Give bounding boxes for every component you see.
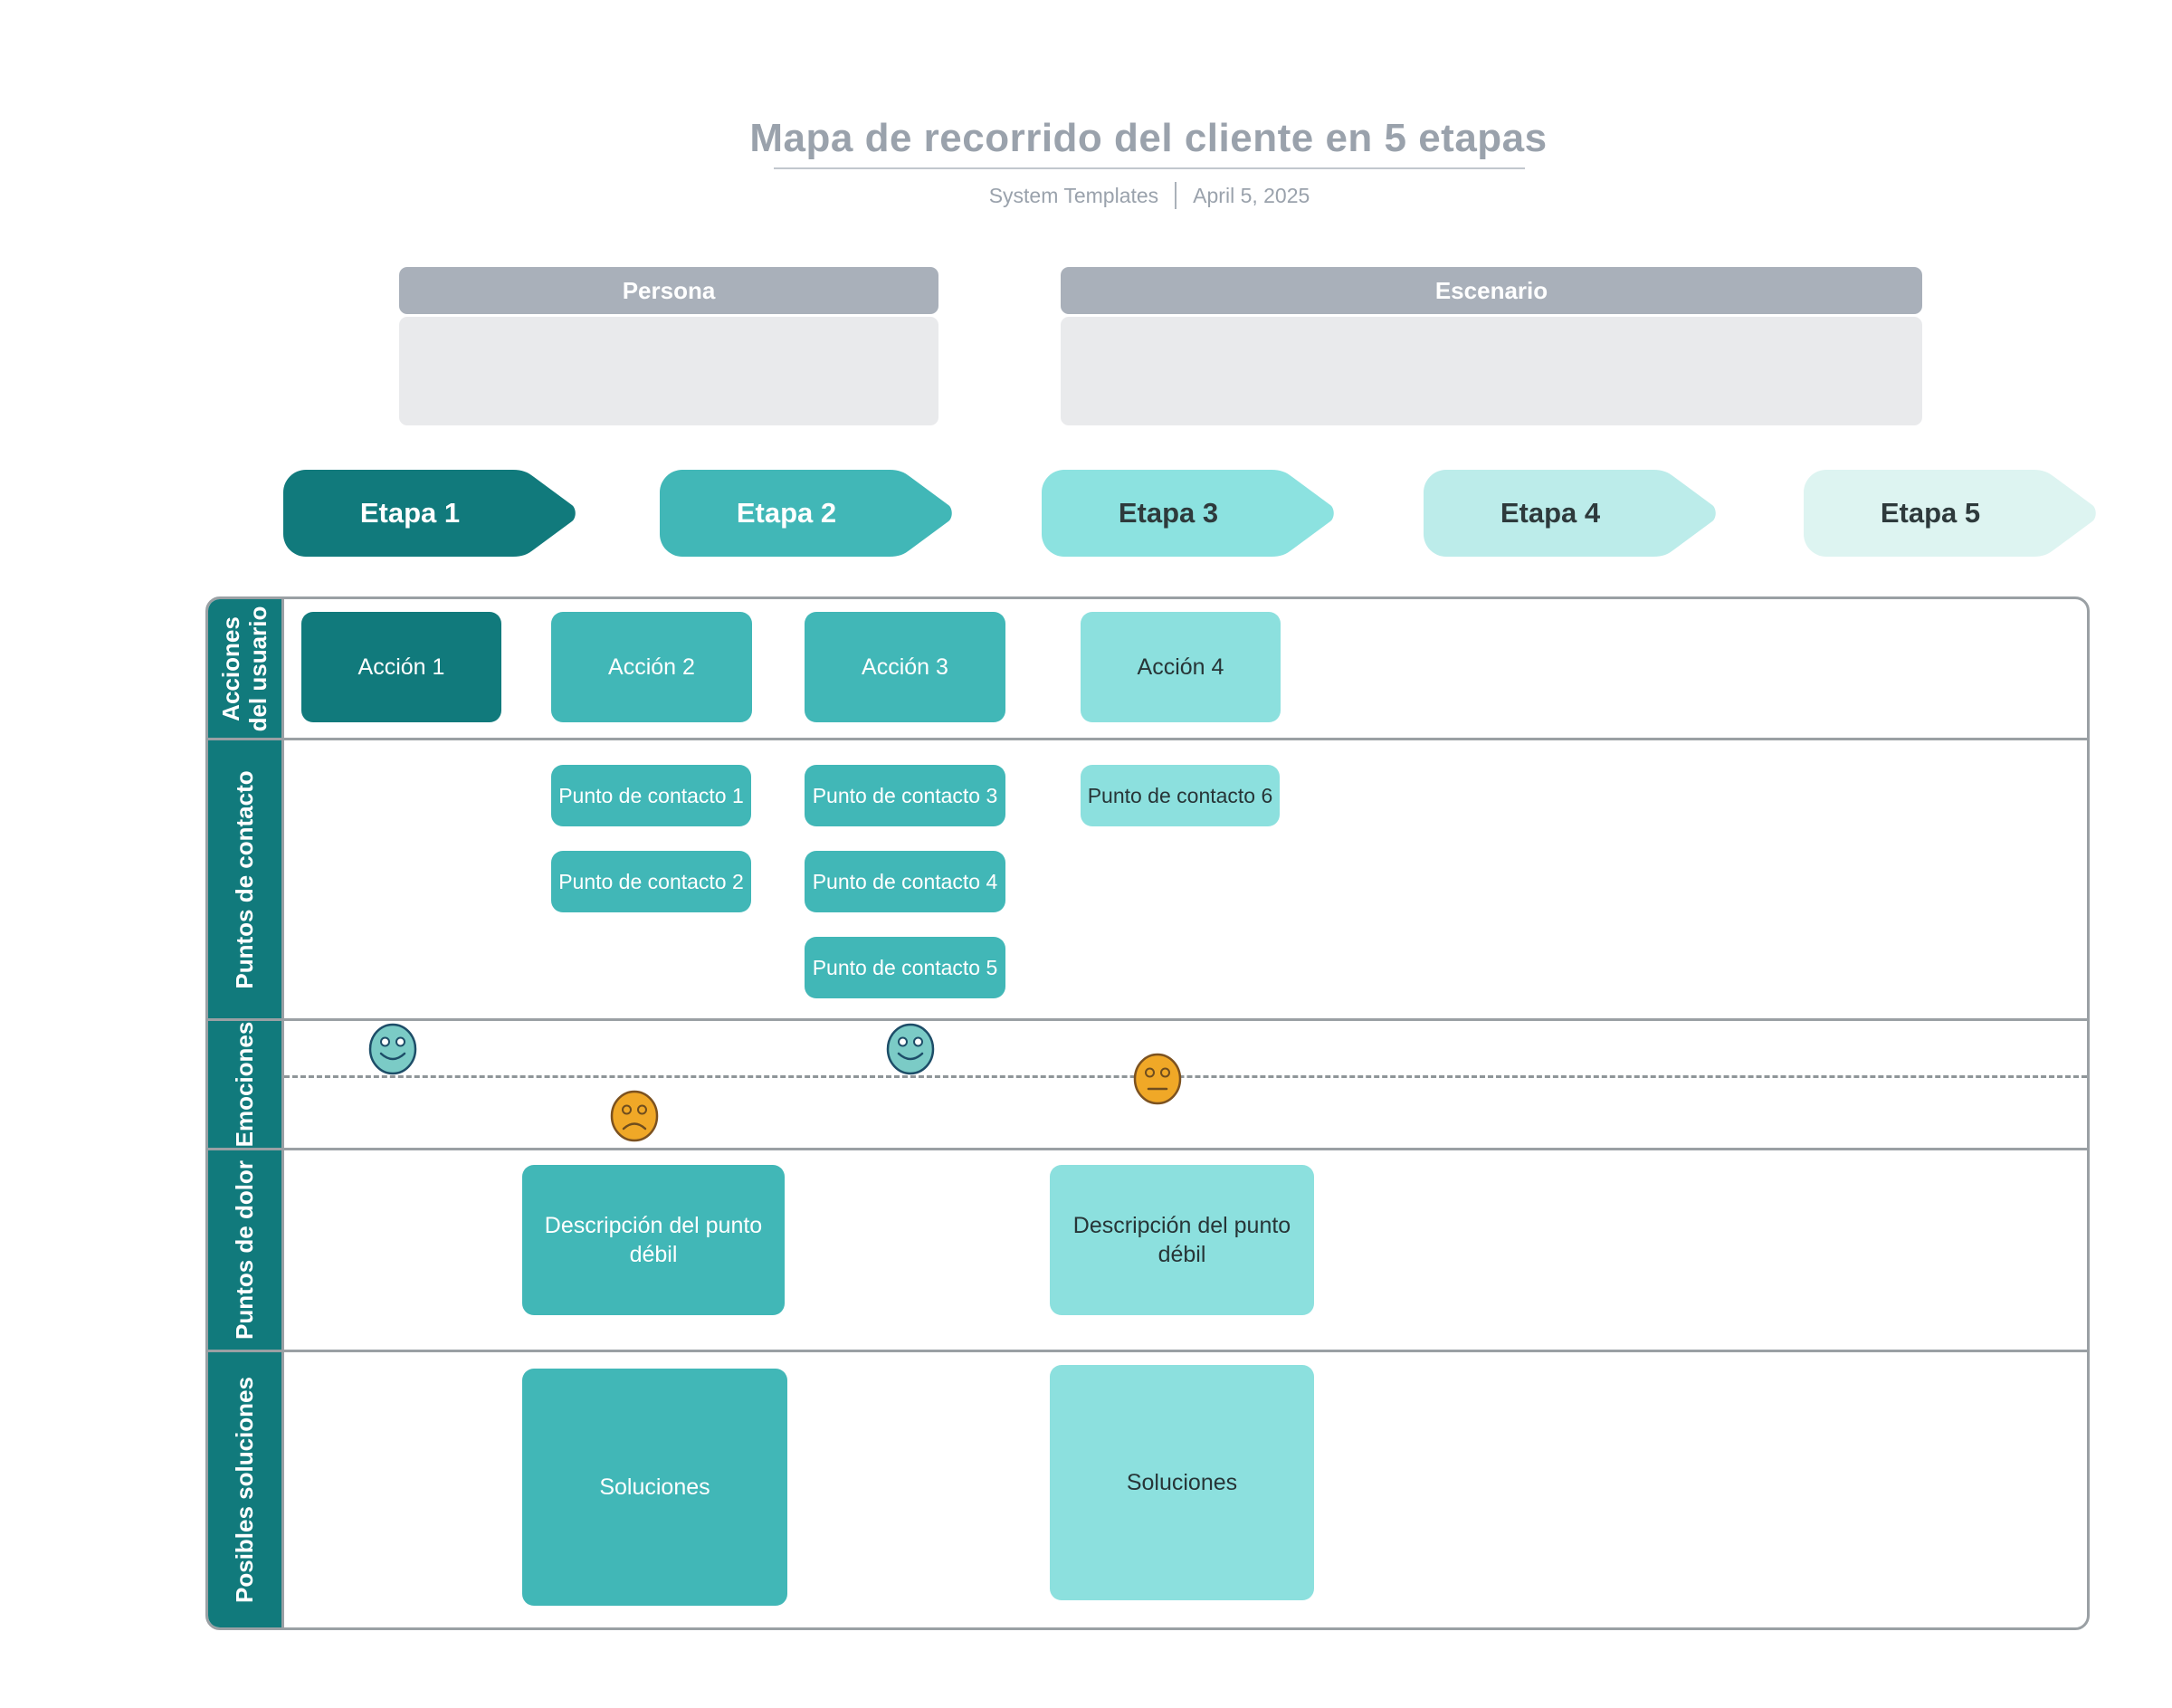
journey-table: Acciones del usuario Puntos de contacto …	[205, 596, 2090, 1630]
byline-date: April 5, 2025	[1193, 183, 1310, 207]
touchpoint-box-6: Punto de contacto 6	[1081, 765, 1280, 826]
neutral-face-icon	[1133, 1053, 1182, 1105]
row-header-label: Emociones	[230, 1021, 258, 1148]
row-header-label: Acciones del usuario	[216, 606, 272, 731]
row-puntos-de-dolor	[284, 1148, 2087, 1350]
touchpoint-box-4: Punto de contacto 4	[805, 851, 1005, 912]
row-header-puntos-de-contacto: Puntos de contacto	[208, 738, 284, 1018]
pain-point-box-2: Descripción del punto débil	[1050, 1165, 1314, 1315]
stage-arrow-etapa-3: Etapa 3	[1040, 468, 1340, 558]
pain-point-box-1: Descripción del punto débil	[522, 1165, 785, 1315]
stage-label: Etapa 4	[1500, 497, 1601, 529]
action-box-2: Acción 2	[551, 612, 752, 722]
touchpoint-box-3: Punto de contacto 3	[805, 765, 1005, 826]
solution-box-1: Soluciones	[522, 1369, 787, 1606]
row-puntos-de-contacto	[284, 738, 2087, 1018]
action-box-1: Acción 1	[301, 612, 501, 722]
row-header-label: Posibles soluciones	[230, 1377, 258, 1603]
happy-face-icon	[886, 1023, 935, 1075]
row-posibles-soluciones	[284, 1350, 2087, 1627]
row-header-puntos-de-dolor: Puntos de dolor	[208, 1148, 284, 1350]
stage-arrow-etapa-2: Etapa 2	[658, 468, 958, 558]
escenario-panel-body	[1061, 317, 1922, 425]
escenario-panel-header: Escenario	[1061, 267, 1922, 314]
sad-face-icon	[610, 1090, 659, 1142]
row-header-emociones: Emociones	[208, 1018, 284, 1148]
byline-author: System Templates	[988, 183, 1159, 207]
action-box-3: Acción 3	[805, 612, 1005, 722]
persona-panel: Persona	[399, 267, 938, 425]
emotion-baseline	[284, 1075, 2087, 1078]
touchpoint-box-5: Punto de contacto 5	[805, 937, 1005, 998]
row-header-label: Puntos de contacto	[230, 769, 258, 989]
stage-arrow-etapa-1: Etapa 1	[281, 468, 582, 558]
arrow-shape	[660, 470, 952, 557]
happy-face-icon	[368, 1023, 417, 1075]
row-header-posibles-soluciones: Posibles soluciones	[208, 1350, 284, 1627]
escenario-panel: Escenario	[1061, 267, 1922, 425]
solution-box-2: Soluciones	[1050, 1365, 1314, 1600]
stage-arrow-etapa-4: Etapa 4	[1422, 468, 1722, 558]
persona-panel-header: Persona	[399, 267, 938, 314]
page-title: Mapa de recorrido del cliente en 5 etapa…	[749, 116, 1548, 160]
action-box-4: Acción 4	[1081, 612, 1281, 722]
stage-label: Etapa 1	[359, 497, 461, 529]
journey-table-grid: Acciones del usuario Puntos de contacto …	[208, 599, 2087, 1627]
touchpoint-box-2: Punto de contacto 2	[551, 851, 751, 912]
row-header-label: Puntos de dolor	[230, 1160, 258, 1340]
touchpoint-box-1: Punto de contacto 1	[551, 765, 751, 826]
stage-label: Etapa 3	[1118, 497, 1219, 529]
persona-panel-body	[399, 317, 938, 425]
byline: System Templates April 5, 2025	[774, 179, 1525, 212]
stage-label: Etapa 2	[736, 497, 837, 529]
title-underline	[774, 167, 1525, 169]
byline-divider	[1175, 182, 1177, 209]
arrow-shape	[283, 470, 576, 557]
row-header-acciones-del-usuario: Acciones del usuario	[208, 599, 284, 738]
arrow-shape	[1042, 470, 1334, 557]
row-emociones	[284, 1018, 2087, 1148]
stage-label: Etapa 5	[1880, 497, 1981, 529]
arrow-shape	[1804, 470, 2096, 557]
arrow-shape	[1424, 470, 1716, 557]
stage-arrow-etapa-5: Etapa 5	[1802, 468, 2102, 558]
